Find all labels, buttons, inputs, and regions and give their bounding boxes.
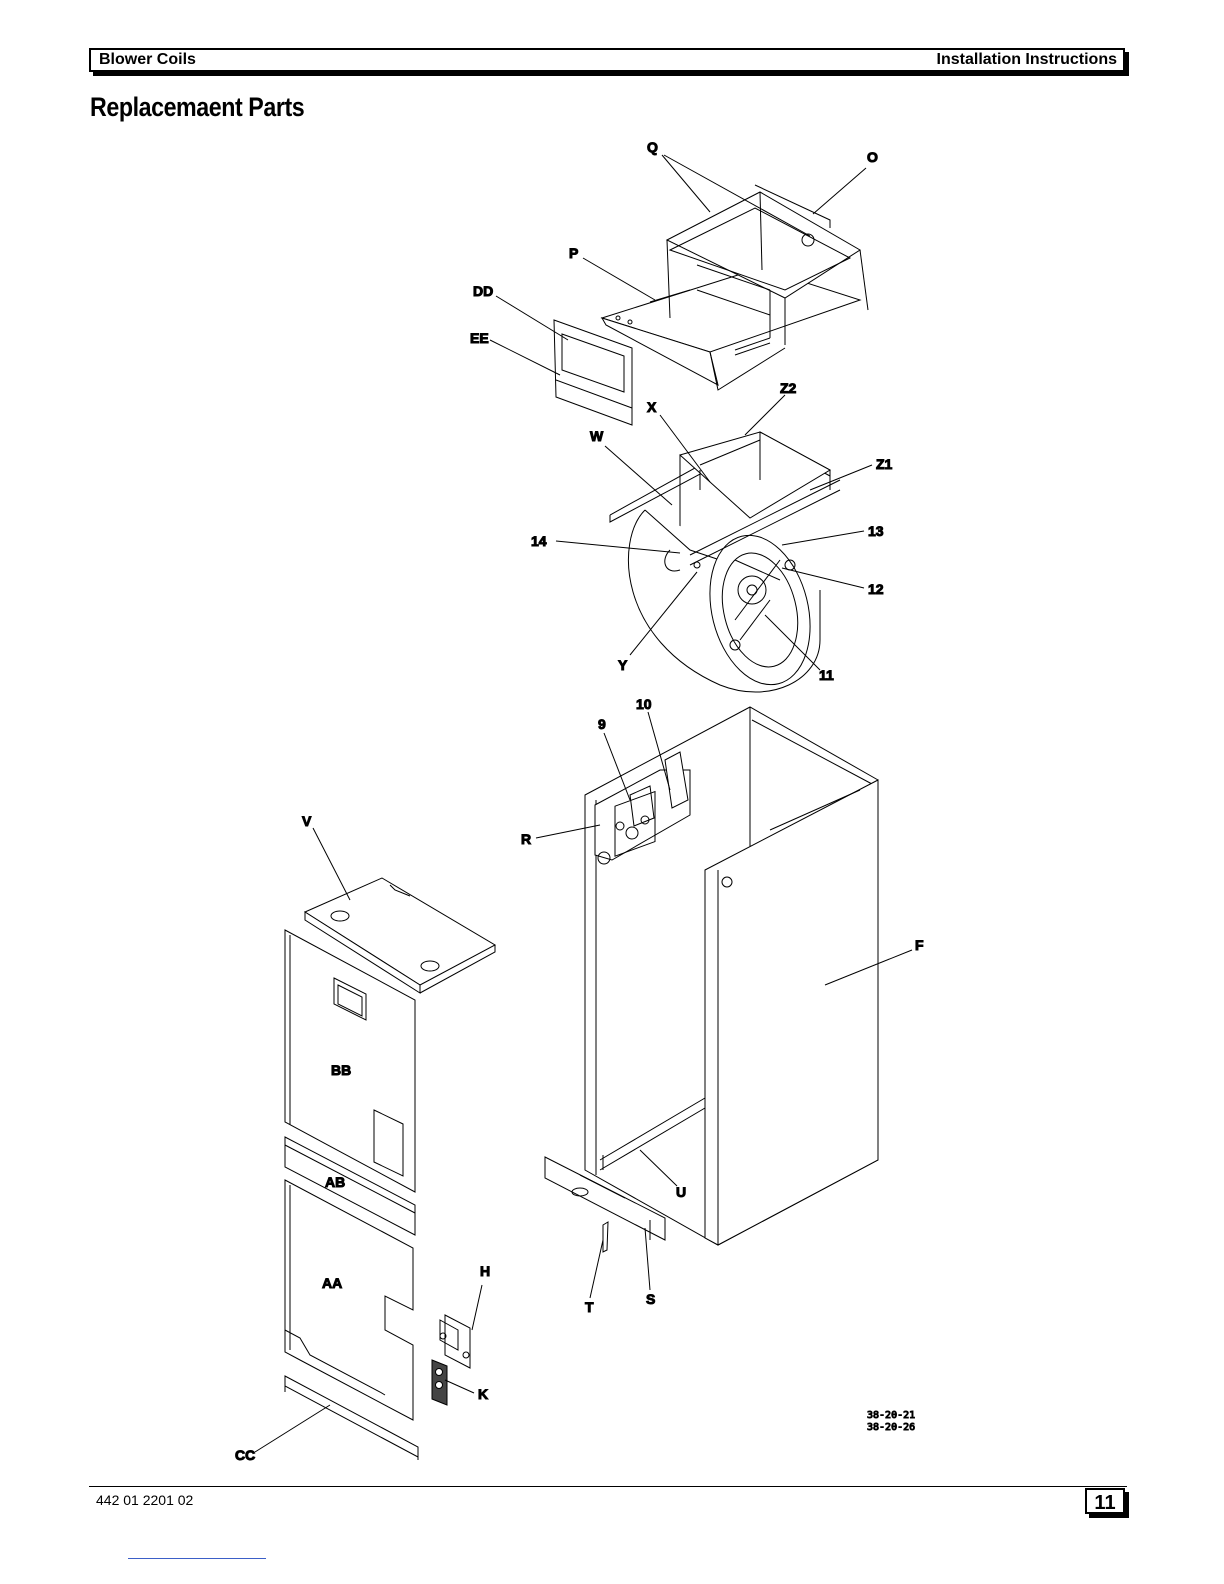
label-s: S <box>646 1291 655 1307</box>
label-o: O <box>867 149 878 165</box>
label-z1: Z1 <box>876 456 893 472</box>
label-11: 11 <box>819 667 834 683</box>
figure-number-1: 38-20-21 <box>867 1410 915 1421</box>
document-number: 442 01 2201 02 <box>96 1492 193 1508</box>
terminal-block <box>432 1360 447 1405</box>
label-r: R <box>521 831 531 847</box>
label-q: Q <box>647 139 658 155</box>
label-z2: Z2 <box>780 380 797 396</box>
label-u: U <box>676 1184 686 1200</box>
label-10: 10 <box>636 696 652 712</box>
label-k: K <box>478 1386 488 1402</box>
top-bracket-assembly <box>602 185 868 390</box>
label-dd: DD <box>473 283 493 299</box>
figure-number-2: 38-20-26 <box>867 1422 915 1433</box>
label-9: 9 <box>598 716 606 732</box>
label-f: F <box>915 937 924 953</box>
page-number: 11 <box>1085 1488 1125 1514</box>
label-y: Y <box>618 657 628 673</box>
link-underline[interactable] <box>128 1558 266 1559</box>
label-t: T <box>585 1299 594 1315</box>
label-v: V <box>302 813 312 829</box>
filter-panel <box>554 320 632 425</box>
main-cabinet <box>585 707 878 1245</box>
label-bb: BB <box>331 1062 351 1078</box>
footer-rule <box>89 1486 1127 1487</box>
label-w: W <box>590 428 604 444</box>
terminal-bracket <box>440 1315 470 1368</box>
label-h: H <box>480 1263 490 1279</box>
label-p: P <box>569 245 578 261</box>
label-cc: CC <box>235 1447 255 1463</box>
label-ee: EE <box>470 330 489 346</box>
label-13: 13 <box>868 523 884 539</box>
label-x: X <box>647 399 657 415</box>
label-aa: AA <box>322 1275 342 1291</box>
label-12: 12 <box>868 581 884 597</box>
label-ab: AB <box>325 1174 345 1190</box>
label-14: 14 <box>531 533 547 549</box>
